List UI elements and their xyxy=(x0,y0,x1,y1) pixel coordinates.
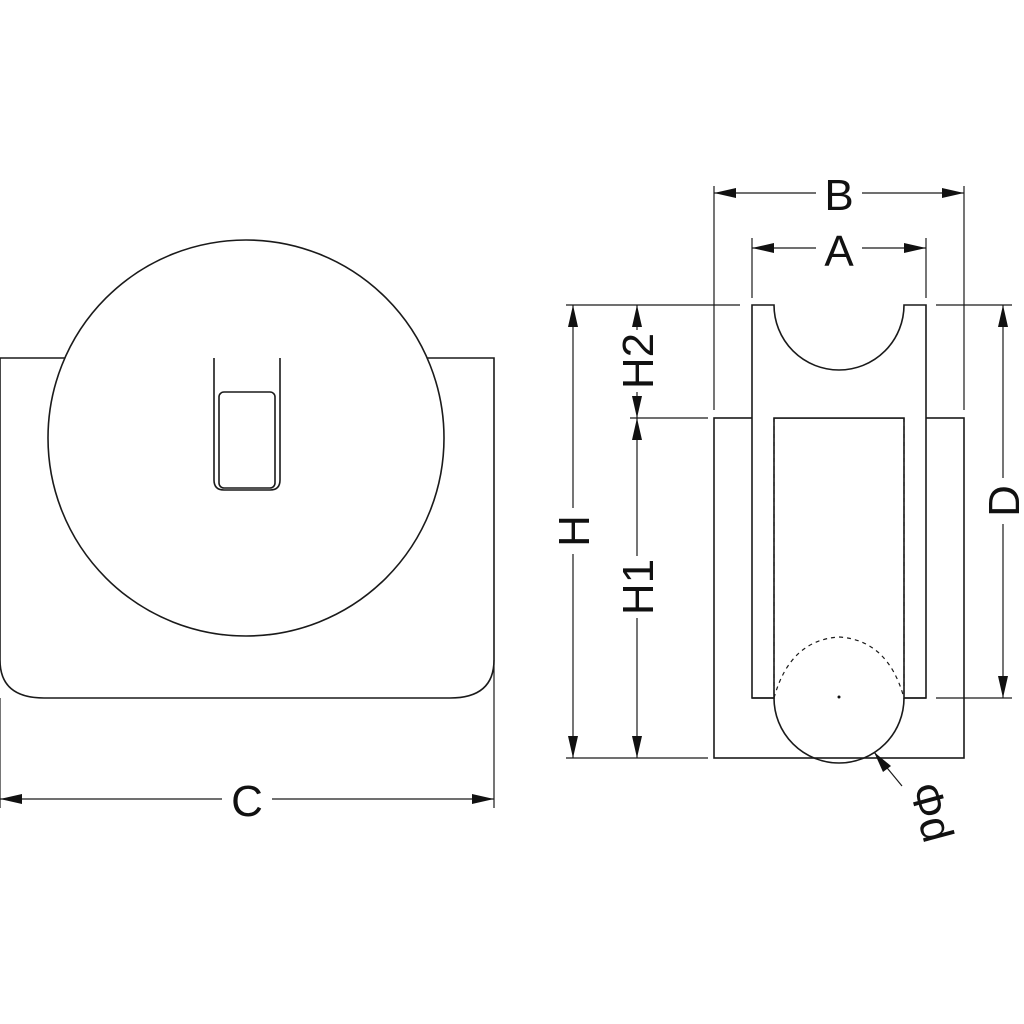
label-h1: H1 xyxy=(614,559,663,615)
wheel-circle xyxy=(47,239,445,637)
dimension-c: C xyxy=(0,660,495,826)
dimension-d: D xyxy=(980,305,1024,698)
dimension-h1: H1 xyxy=(614,418,663,758)
label-a: A xyxy=(824,227,854,276)
label-c: C xyxy=(231,777,263,826)
dimension-h: H xyxy=(550,305,599,758)
bore-arc xyxy=(773,697,905,764)
label-bore: Φd xyxy=(900,777,963,847)
label-d: D xyxy=(980,485,1024,517)
dimension-a: A xyxy=(751,227,927,298)
dimension-bore: Φd xyxy=(873,751,963,847)
side-view xyxy=(713,304,965,764)
hidden-arc xyxy=(773,636,905,699)
label-b: B xyxy=(824,171,853,220)
front-view xyxy=(0,239,495,699)
keyway xyxy=(218,391,276,489)
dimension-h2: H2 xyxy=(614,305,663,418)
label-h: H xyxy=(550,515,599,547)
label-h2: H2 xyxy=(614,333,663,389)
slot-edges xyxy=(213,358,281,491)
groove-profile xyxy=(751,304,927,699)
dimension-b: B xyxy=(713,171,965,410)
